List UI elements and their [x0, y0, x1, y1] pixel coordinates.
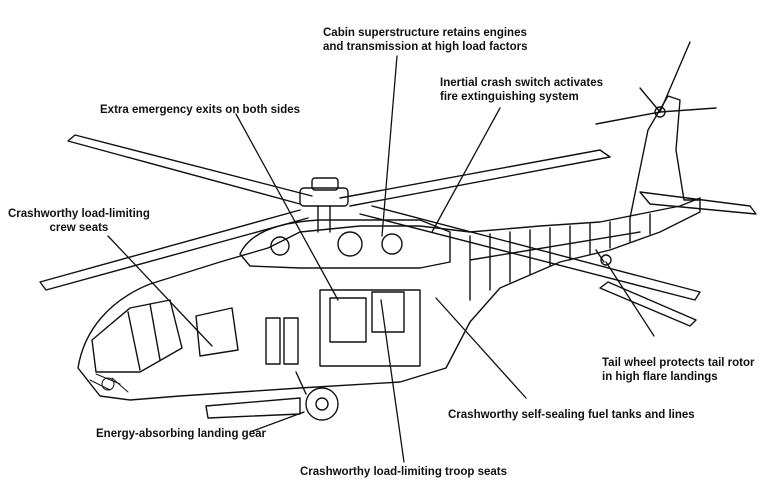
- callout-crash-switch-line2: fire extinguishing system: [440, 91, 579, 103]
- leader-lines: [107, 55, 655, 463]
- tail-wheel-gear: [595, 249, 612, 266]
- callout-crash-switch: Inertial crash switch activates fire ext…: [440, 76, 603, 104]
- callout-crash-switch-line1: Inertial crash switch activates: [440, 77, 603, 89]
- leader-troop-seats: [380, 299, 405, 463]
- cabin-windows: [265, 289, 421, 367]
- main-rotor-blade-left: [67, 134, 313, 205]
- leader-crew-seats: [107, 235, 213, 347]
- callout-troop-seats-line1: Crashworthy load-limiting troop seats: [300, 466, 508, 478]
- tail-boom-frames: [469, 213, 651, 301]
- callout-cabin-line2: and transmission at high load factors: [323, 41, 528, 53]
- main-rotor-blade-front: [39, 209, 309, 291]
- main-rotor-blade-right: [339, 149, 611, 207]
- fuselage-outline: [77, 197, 701, 401]
- leader-tail-wheel: [605, 261, 655, 337]
- callout-tail-wheel-line2: in high flare landings: [602, 371, 718, 383]
- rotor-head: [299, 177, 349, 233]
- callout-crew-seats-line2: crew seats: [49, 222, 109, 234]
- leader-exits: [235, 113, 339, 301]
- stabilator: [639, 191, 757, 215]
- callout-tail-wheel: Tail wheel protects tail rotor in high f…: [602, 356, 755, 384]
- tail-rotor: [595, 41, 717, 125]
- tail-fin: [629, 95, 701, 219]
- callout-crew-seats-line1: Crashworthy load-limiting: [8, 208, 150, 220]
- leader-landing-gear: [249, 411, 305, 433]
- callout-exits-line1: Extra emergency exits on both sides: [100, 104, 301, 116]
- callout-landing-gear: Energy-absorbing landing gear: [96, 427, 266, 441]
- callout-fuel-line1: Crashworthy self-sealing fuel tanks and …: [448, 409, 695, 421]
- callout-tail-wheel-line1: Tail wheel protects tail rotor: [602, 357, 755, 369]
- nose-details: [89, 373, 129, 393]
- callout-emergency-exits: Extra emergency exits on both sides: [100, 103, 300, 117]
- callout-troop-seats: Crashworthy load-limiting troop seats: [300, 465, 507, 479]
- callout-landing-gear-line1: Energy-absorbing landing gear: [96, 428, 266, 440]
- leader-crash-switch: [431, 107, 501, 233]
- leader-cabin: [381, 55, 398, 237]
- stabilator-lower: [599, 281, 697, 327]
- cockpit-glazing: [91, 299, 239, 373]
- leader-fuel: [435, 297, 527, 399]
- engine-housing: [239, 219, 451, 269]
- callout-crew-seats: Crashworthy load-limiting crew seats: [8, 207, 150, 235]
- callout-fuel-tanks: Crashworthy self-sealing fuel tanks and …: [448, 408, 695, 422]
- callout-cabin-superstructure: Cabin superstructure retains engines and…: [323, 26, 527, 54]
- callout-cabin-line1: Cabin superstructure retains engines: [323, 27, 527, 39]
- main-landing-gear: [205, 371, 339, 421]
